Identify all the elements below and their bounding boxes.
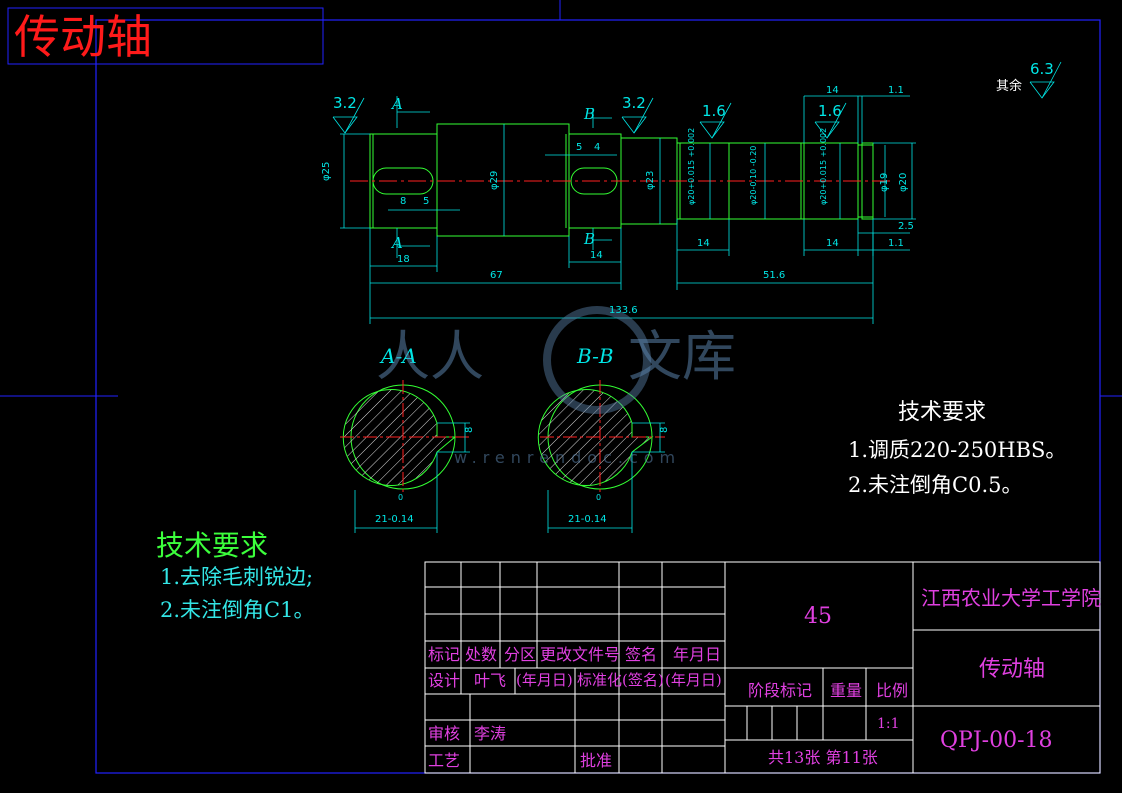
approve-label: 批准 xyxy=(580,751,613,770)
section-zero: 0 xyxy=(596,493,602,502)
roughness-rest-value: 6.3 xyxy=(1030,60,1054,78)
dim-51-6: 51.6 xyxy=(763,270,786,281)
watermark-url: w.renrendoc.com xyxy=(454,448,682,467)
sheet-count: 共13张 第11张 xyxy=(768,748,878,767)
dim-67: 67 xyxy=(490,270,503,281)
roughness-label: 3.2 xyxy=(333,94,357,112)
dim-key-5: 5 xyxy=(423,196,430,207)
section-a-a-label: A-A xyxy=(381,344,417,368)
header-cell: 处数 xyxy=(465,645,498,664)
dim-14: 14 xyxy=(826,85,839,96)
roughness-rest-label: 其余 xyxy=(996,79,1023,94)
dim-2-5: 2.5 xyxy=(898,221,914,232)
dim-dia-23: φ23 xyxy=(645,170,656,190)
dim-dia-29: φ29 xyxy=(489,170,500,190)
sign-cell: (签名) xyxy=(622,671,664,689)
dim-dia-20: φ20 xyxy=(898,172,909,192)
tech-requirement-item: 1.调质220-250HBS。 xyxy=(848,438,1067,462)
dimension-lines xyxy=(332,61,1062,324)
drawing-number: QPJ-00-18 xyxy=(940,728,1053,753)
process-label: 工艺 xyxy=(428,751,461,770)
dim-overall: 133.6 xyxy=(609,305,638,316)
dim-dia-25: φ25 xyxy=(321,161,332,181)
section-zero: 0 xyxy=(398,493,404,502)
header-cell: 更改文件号 xyxy=(540,645,621,664)
dim-dia-20: φ20+0.015 +0.002 xyxy=(687,127,696,205)
tech-requirement-item: 2.未注倒角C0.5。 xyxy=(848,473,1023,497)
section-b-b xyxy=(537,380,665,533)
dim-key-8: 8 xyxy=(400,196,407,207)
dim-1-1: 1.1 xyxy=(888,238,904,249)
tech-requirements-heading: 技术要求 xyxy=(156,529,269,562)
dim-key-5: 5 xyxy=(576,142,583,153)
watermark-text: 人人 xyxy=(376,325,484,388)
designer-name: 叶飞 xyxy=(474,671,507,690)
dim-key-4: 4 xyxy=(594,142,601,153)
title-block-grid xyxy=(424,561,1101,774)
design-label: 设计 xyxy=(428,671,461,690)
school-name: 江西农业大学工学院 xyxy=(921,586,1101,610)
standardize-label: 标准化 xyxy=(577,671,623,689)
section-width: 21-0.14 xyxy=(568,514,607,525)
dim-dia-20: φ20-0.10 -0.20 xyxy=(749,145,758,205)
title-frame xyxy=(7,7,324,65)
scale-value: 1:1 xyxy=(877,716,900,732)
section-mark-a-bottom: A xyxy=(392,234,403,252)
tech-requirements-heading: 技术要求 xyxy=(898,400,987,425)
section-mark-b-bottom: B xyxy=(584,230,596,248)
header-cell: 年月日 xyxy=(673,645,722,664)
drawing-title: 传动轴 xyxy=(14,10,152,64)
date-cell: (年月日) xyxy=(665,671,722,689)
dim-14: 14 xyxy=(826,238,839,249)
stage-label: 阶段标记 xyxy=(748,681,813,700)
tech-requirement-item: 2.未注倒角C1。 xyxy=(160,598,315,622)
scale-label: 比例 xyxy=(876,681,909,700)
header-cell: 标记 xyxy=(428,645,461,664)
section-width: 21-0.14 xyxy=(375,514,414,525)
material: 45 xyxy=(804,604,832,629)
dim-dia-20: φ20+0.015 +0.002 xyxy=(819,127,828,205)
reviewer-name: 李涛 xyxy=(474,724,507,743)
dim-14: 14 xyxy=(590,250,603,261)
section-depth: 8 xyxy=(464,426,475,433)
review-label: 审核 xyxy=(428,724,461,743)
watermark-text: 文库 xyxy=(628,325,736,388)
header-cell: 签名 xyxy=(625,645,658,664)
section-mark-b-top: B xyxy=(584,105,596,123)
section-depth: 8 xyxy=(659,426,670,433)
section-b-b-label: B-B xyxy=(577,344,614,368)
roughness-label: 1.6 xyxy=(818,102,842,120)
date-cell: (年月日) xyxy=(516,671,573,689)
tech-requirement-item: 1.去除毛刺锐边; xyxy=(160,565,314,589)
dim-dia-19: φ19 xyxy=(879,172,890,192)
weight-label: 重量 xyxy=(830,681,863,700)
section-mark-a-top: A xyxy=(392,95,403,113)
dim-14: 14 xyxy=(697,238,710,249)
section-a-a xyxy=(340,380,470,533)
dim-1-1: 1.1 xyxy=(888,85,904,96)
roughness-label: 3.2 xyxy=(622,94,646,112)
part-name: 传动轴 xyxy=(979,657,1046,682)
shaft-outline xyxy=(369,123,874,237)
header-cell: 分区 xyxy=(504,645,537,664)
roughness-label: 1.6 xyxy=(702,102,726,120)
dim-18: 18 xyxy=(397,254,410,265)
